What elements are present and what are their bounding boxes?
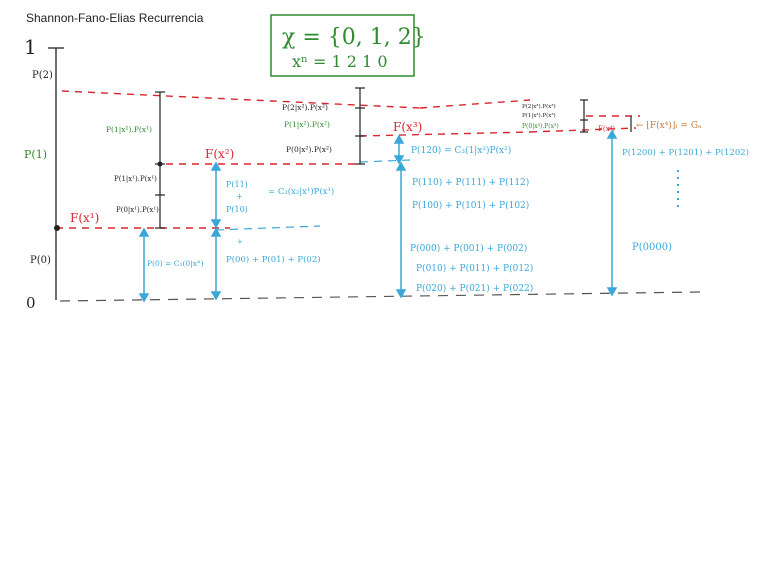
red-dashed-lines bbox=[56, 90, 640, 229]
sequence-text: xⁿ = 1 2 1 0 bbox=[292, 52, 388, 71]
label-fx4-small: F(x⁴) bbox=[598, 125, 615, 133]
gn-annotation: ← ⌊F(x⁴)⌋ₗ = Gₙ bbox=[636, 120, 702, 131]
p120-equation: P(120) = C₃(1|x²)P(x²) bbox=[411, 145, 511, 156]
label-p2: P(2) bbox=[32, 70, 53, 81]
label-p0: P(0) bbox=[30, 255, 51, 266]
label-fx2: F(x²) bbox=[205, 147, 234, 161]
p10-label: P(10) bbox=[226, 205, 248, 214]
axis-bottom-label: 0 bbox=[26, 294, 36, 312]
plus-2: + bbox=[237, 238, 243, 246]
col2-p2: P(2|x²).P(x²) bbox=[282, 103, 328, 112]
col1-p2: P(1|x¹).P(x¹) bbox=[114, 175, 157, 183]
sum-level3-c: P(000) + P(001) + P(002) bbox=[410, 243, 527, 254]
col1-p1: P(1|x¹).P(x¹) bbox=[106, 125, 152, 134]
p11-label: P(11) bbox=[226, 180, 248, 189]
alphabet-text: χ = {0, 1, 2} bbox=[282, 25, 426, 50]
sum-level3-e: P(020) + P(021) + P(022) bbox=[416, 283, 533, 294]
c2-equation: = C₂(x₂|x¹)P(x¹) bbox=[268, 186, 334, 197]
col2-p0: P(0|x²).P(x²) bbox=[286, 145, 332, 154]
col1-p0: P(0|x¹).P(x¹) bbox=[116, 206, 159, 214]
label-fx1: F(x¹) bbox=[70, 211, 99, 225]
p0000-label: P(0000) bbox=[632, 242, 672, 253]
sum-level2: P(00) + P(01) + P(02) bbox=[226, 254, 321, 265]
plus-1: + bbox=[236, 192, 243, 201]
blue-arrows bbox=[138, 129, 618, 303]
fx2-point bbox=[157, 161, 163, 167]
col3-p2: P(2|x³).P(x³) bbox=[522, 103, 556, 110]
label-p1: P(1) bbox=[24, 148, 47, 161]
col3-p0: P(0|x³).P(x³) bbox=[522, 123, 559, 130]
sum-level4: P(1200) + P(1201) + P(1202) bbox=[622, 147, 749, 158]
p0-equation: P(0) = C₁(0|x°) bbox=[147, 259, 204, 268]
axis-top-label: 1 bbox=[24, 35, 37, 59]
interval-brackets bbox=[155, 87, 632, 229]
alphabet-box: χ = {0, 1, 2} xⁿ = 1 2 1 0 bbox=[270, 14, 426, 77]
fx1-point bbox=[54, 225, 60, 231]
label-fx3: F(x³) bbox=[393, 120, 422, 134]
zero-line bbox=[59, 291, 701, 302]
sum-level3-b: P(100) + P(101) + P(102) bbox=[412, 200, 529, 211]
sum-level3-d: P(010) + P(011) + P(012) bbox=[416, 263, 533, 274]
slide-title: Shannon-Fano-Elias Recurrencia bbox=[26, 11, 204, 25]
col2-p1: P(1|x²).P(x²) bbox=[284, 120, 330, 129]
probability-axis bbox=[48, 47, 64, 300]
blue-dashed-lines bbox=[215, 159, 411, 231]
col3-p1: P(1|x³).P(x³) bbox=[522, 112, 556, 119]
sum-level3-a: P(110) + P(111) + P(112) bbox=[412, 177, 529, 188]
